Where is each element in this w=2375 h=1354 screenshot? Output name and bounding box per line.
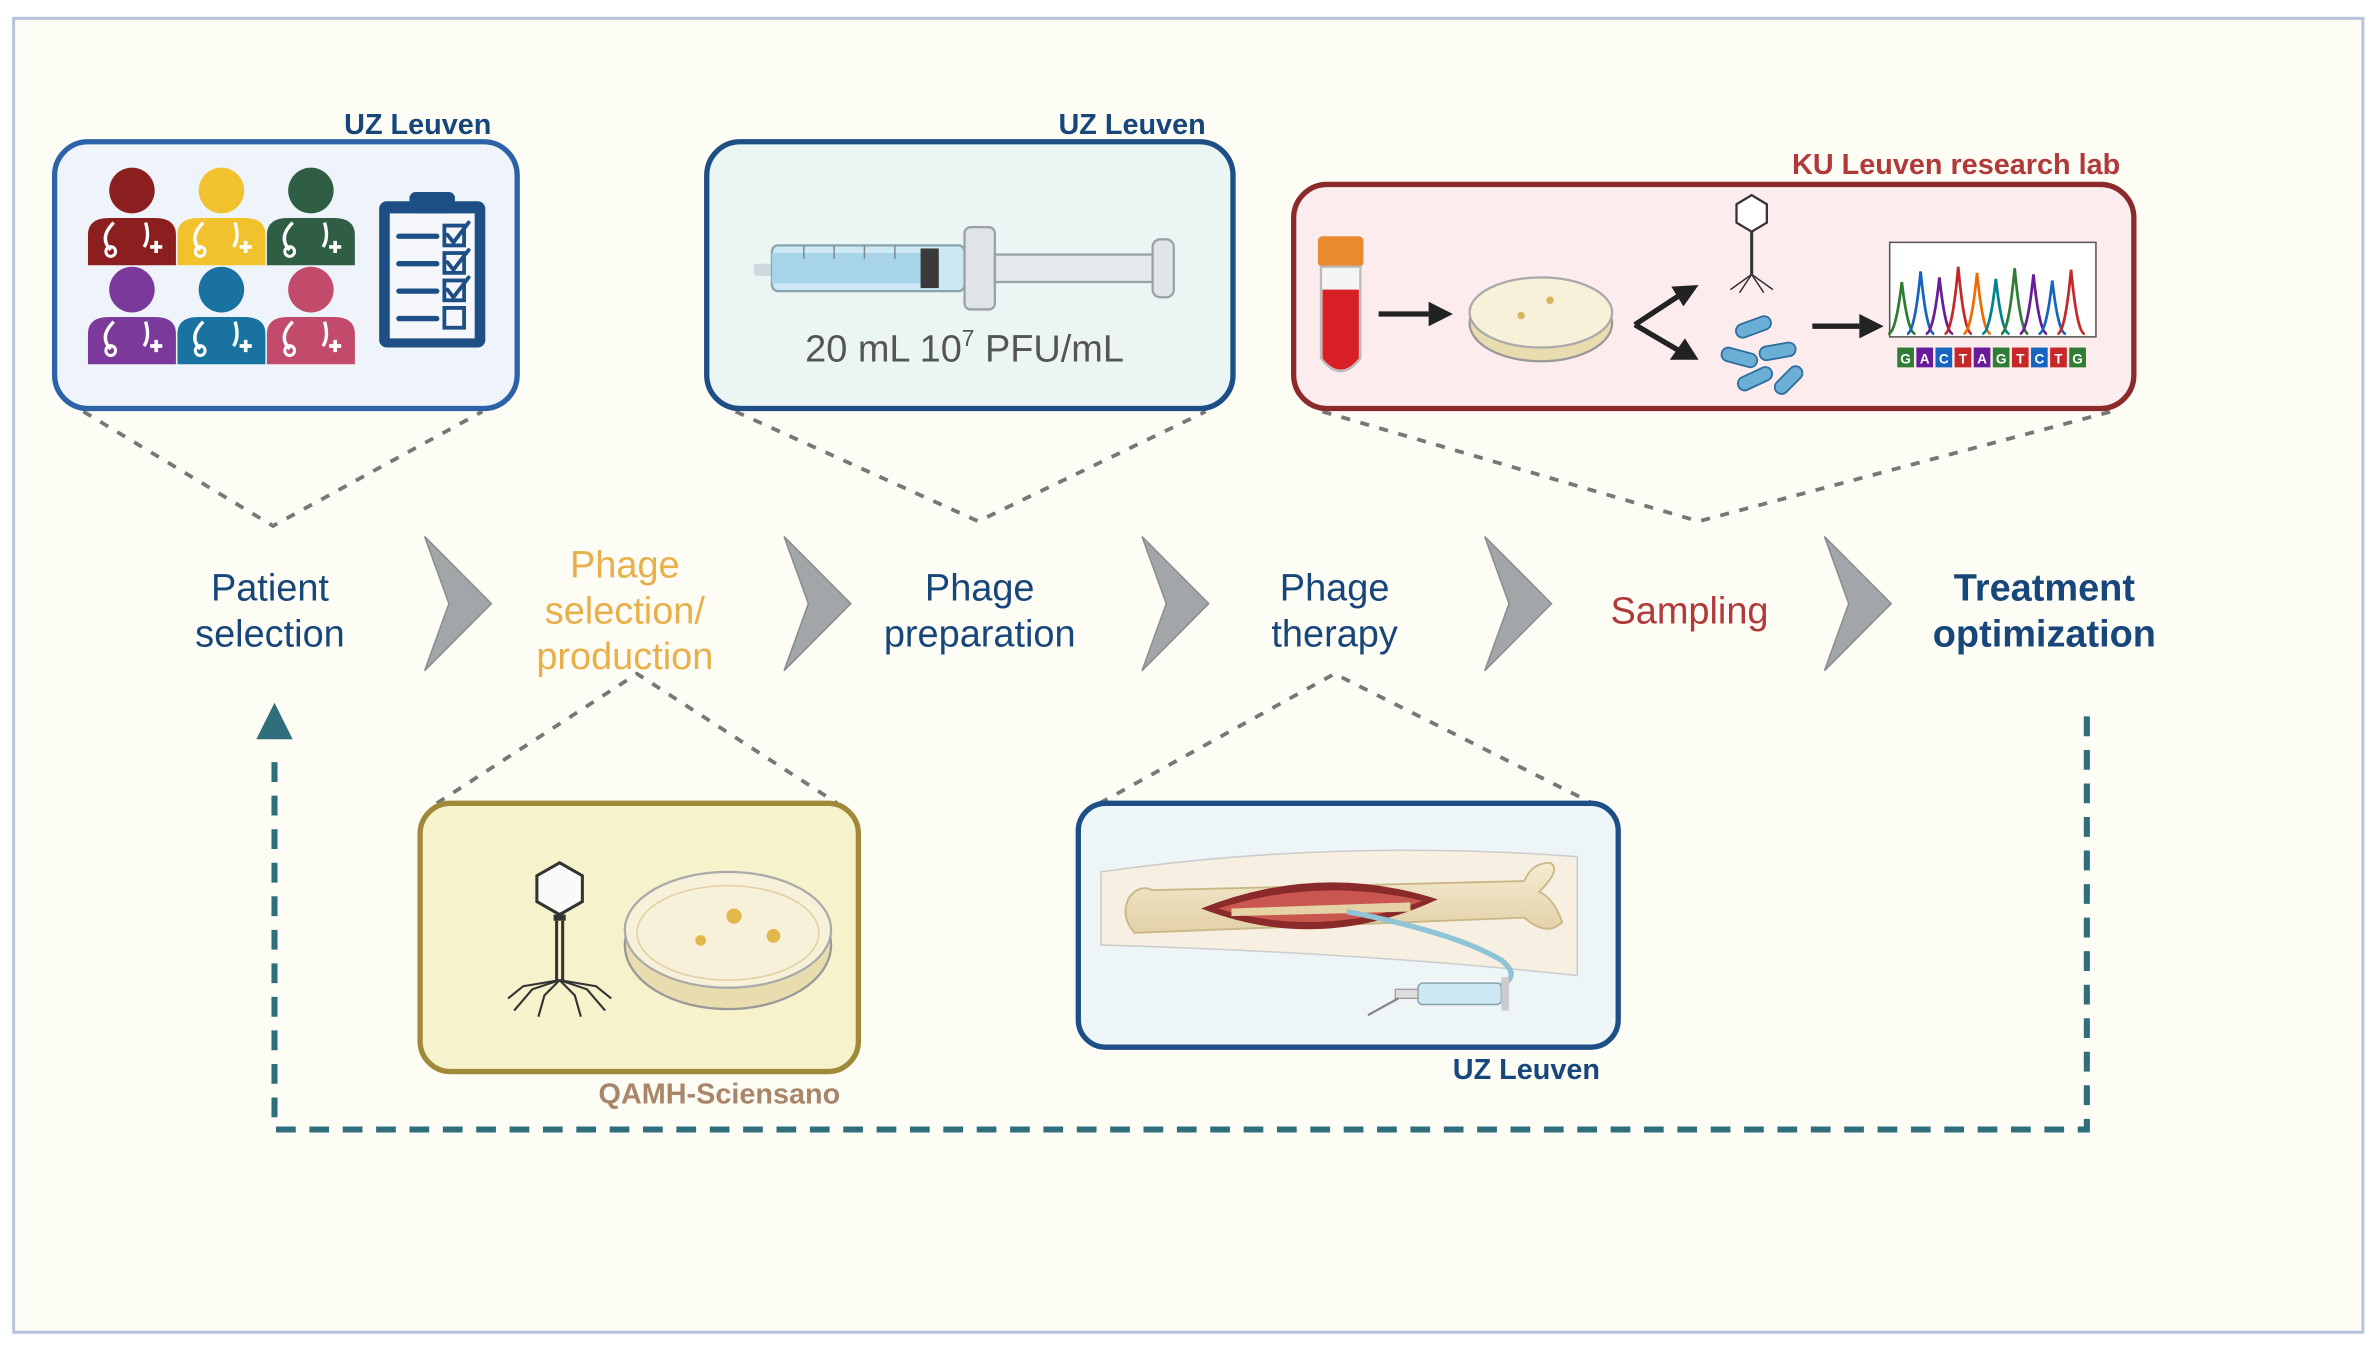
base-letter: G (1900, 352, 1911, 367)
connector-patient (82, 409, 484, 529)
base-tile (1916, 347, 1934, 368)
base-letter: C (1939, 352, 1949, 367)
base-letter: G (2072, 352, 2083, 367)
organization-labels: UZ Leuven UZ Leuven KU Leuven research l… (344, 109, 2120, 1111)
org-label-patient-selection: UZ Leuven (344, 109, 491, 141)
base-letter: A (1977, 352, 1987, 367)
chevron-right-icon (423, 536, 493, 672)
base-letter: T (1959, 352, 1968, 367)
phage-therapy-box (1075, 800, 1621, 1050)
base-letter: G (1996, 352, 2007, 367)
chevron-right-icon (1141, 536, 1210, 672)
doctor-icon (266, 167, 355, 266)
process-arrows (1378, 285, 1884, 360)
feedback-arrowhead-icon (256, 702, 293, 740)
petri-dish-icon (623, 870, 833, 1011)
chevron-right-icon (783, 536, 852, 672)
connector-sampling (1321, 409, 2112, 524)
phage-production-box (417, 800, 862, 1075)
org-label-phage-therapy: UZ Leuven (1453, 1054, 1600, 1086)
base-tile (2069, 347, 2086, 368)
base-tile (2031, 347, 2048, 368)
org-label-phage-preparation: UZ Leuven (1058, 109, 1205, 141)
phage-icon (507, 861, 612, 1018)
base-letter: A (1920, 352, 1930, 367)
step-chevrons (423, 536, 1893, 672)
chevron-right-icon (1823, 536, 1893, 672)
connector-production (435, 671, 839, 805)
base-tile (1973, 347, 1991, 368)
phage-preparation-box: 20 mL 107 PFU/mL (704, 139, 1236, 412)
doctor-icon (87, 266, 176, 365)
step-label-5: Sampling (1610, 590, 1768, 632)
base-letter: T (2016, 352, 2025, 367)
base-tile (1897, 347, 1914, 368)
syringe-icon (1367, 977, 1510, 1017)
petri-dish-icon (1468, 276, 1614, 363)
doctor-icon (266, 266, 355, 365)
doctor-icon (87, 167, 176, 266)
bacteria-icon (1720, 315, 1804, 395)
syringe-icon (753, 225, 1175, 311)
feedback-loop (256, 702, 2090, 1133)
doctor-icons (87, 167, 355, 365)
base-tile (1954, 347, 1972, 368)
org-label-sampling: KU Leuven research lab (1792, 149, 2120, 181)
base-tile (2011, 347, 2029, 368)
chevron-right-icon (1484, 536, 1553, 672)
syringe-dose-label: 20 mL 107 PFU/mL (805, 325, 1124, 370)
doctor-icon (177, 167, 266, 266)
base-tile (1992, 347, 2010, 368)
base-letter: C (2034, 352, 2044, 367)
base-letter: T (2054, 352, 2063, 367)
blood-tube-icon (1317, 236, 1364, 373)
doctor-icon (177, 266, 266, 365)
connector-preparation (734, 409, 1207, 524)
base-tile (2050, 347, 2067, 368)
callout-connectors (82, 409, 2112, 806)
org-label-phage-production: QAMH-Sciensano (599, 1079, 841, 1111)
base-tile (1935, 347, 1953, 368)
phage-icon (1729, 193, 1774, 294)
connector-therapy (1098, 671, 1594, 806)
clipboard-icon (379, 192, 486, 348)
patient-selection-box (51, 139, 520, 412)
